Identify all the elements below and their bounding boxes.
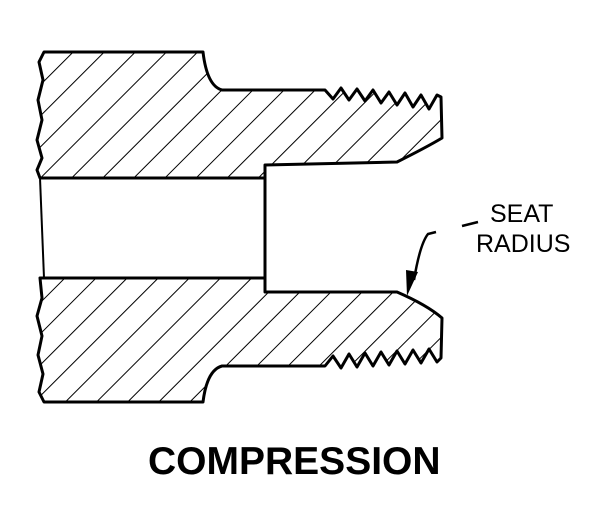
seat-radius-leader-line [412, 220, 479, 281]
bottom-wall-section [35, 276, 444, 404]
top-wall-section [35, 50, 444, 180]
callout-seat: SEAT [490, 200, 553, 228]
diagram-caption: COMPRESSION [148, 440, 441, 483]
seat-radius-arrowhead [406, 270, 418, 296]
small-bore-left-break [39, 177, 45, 279]
callout-radius: RADIUS [476, 230, 570, 258]
